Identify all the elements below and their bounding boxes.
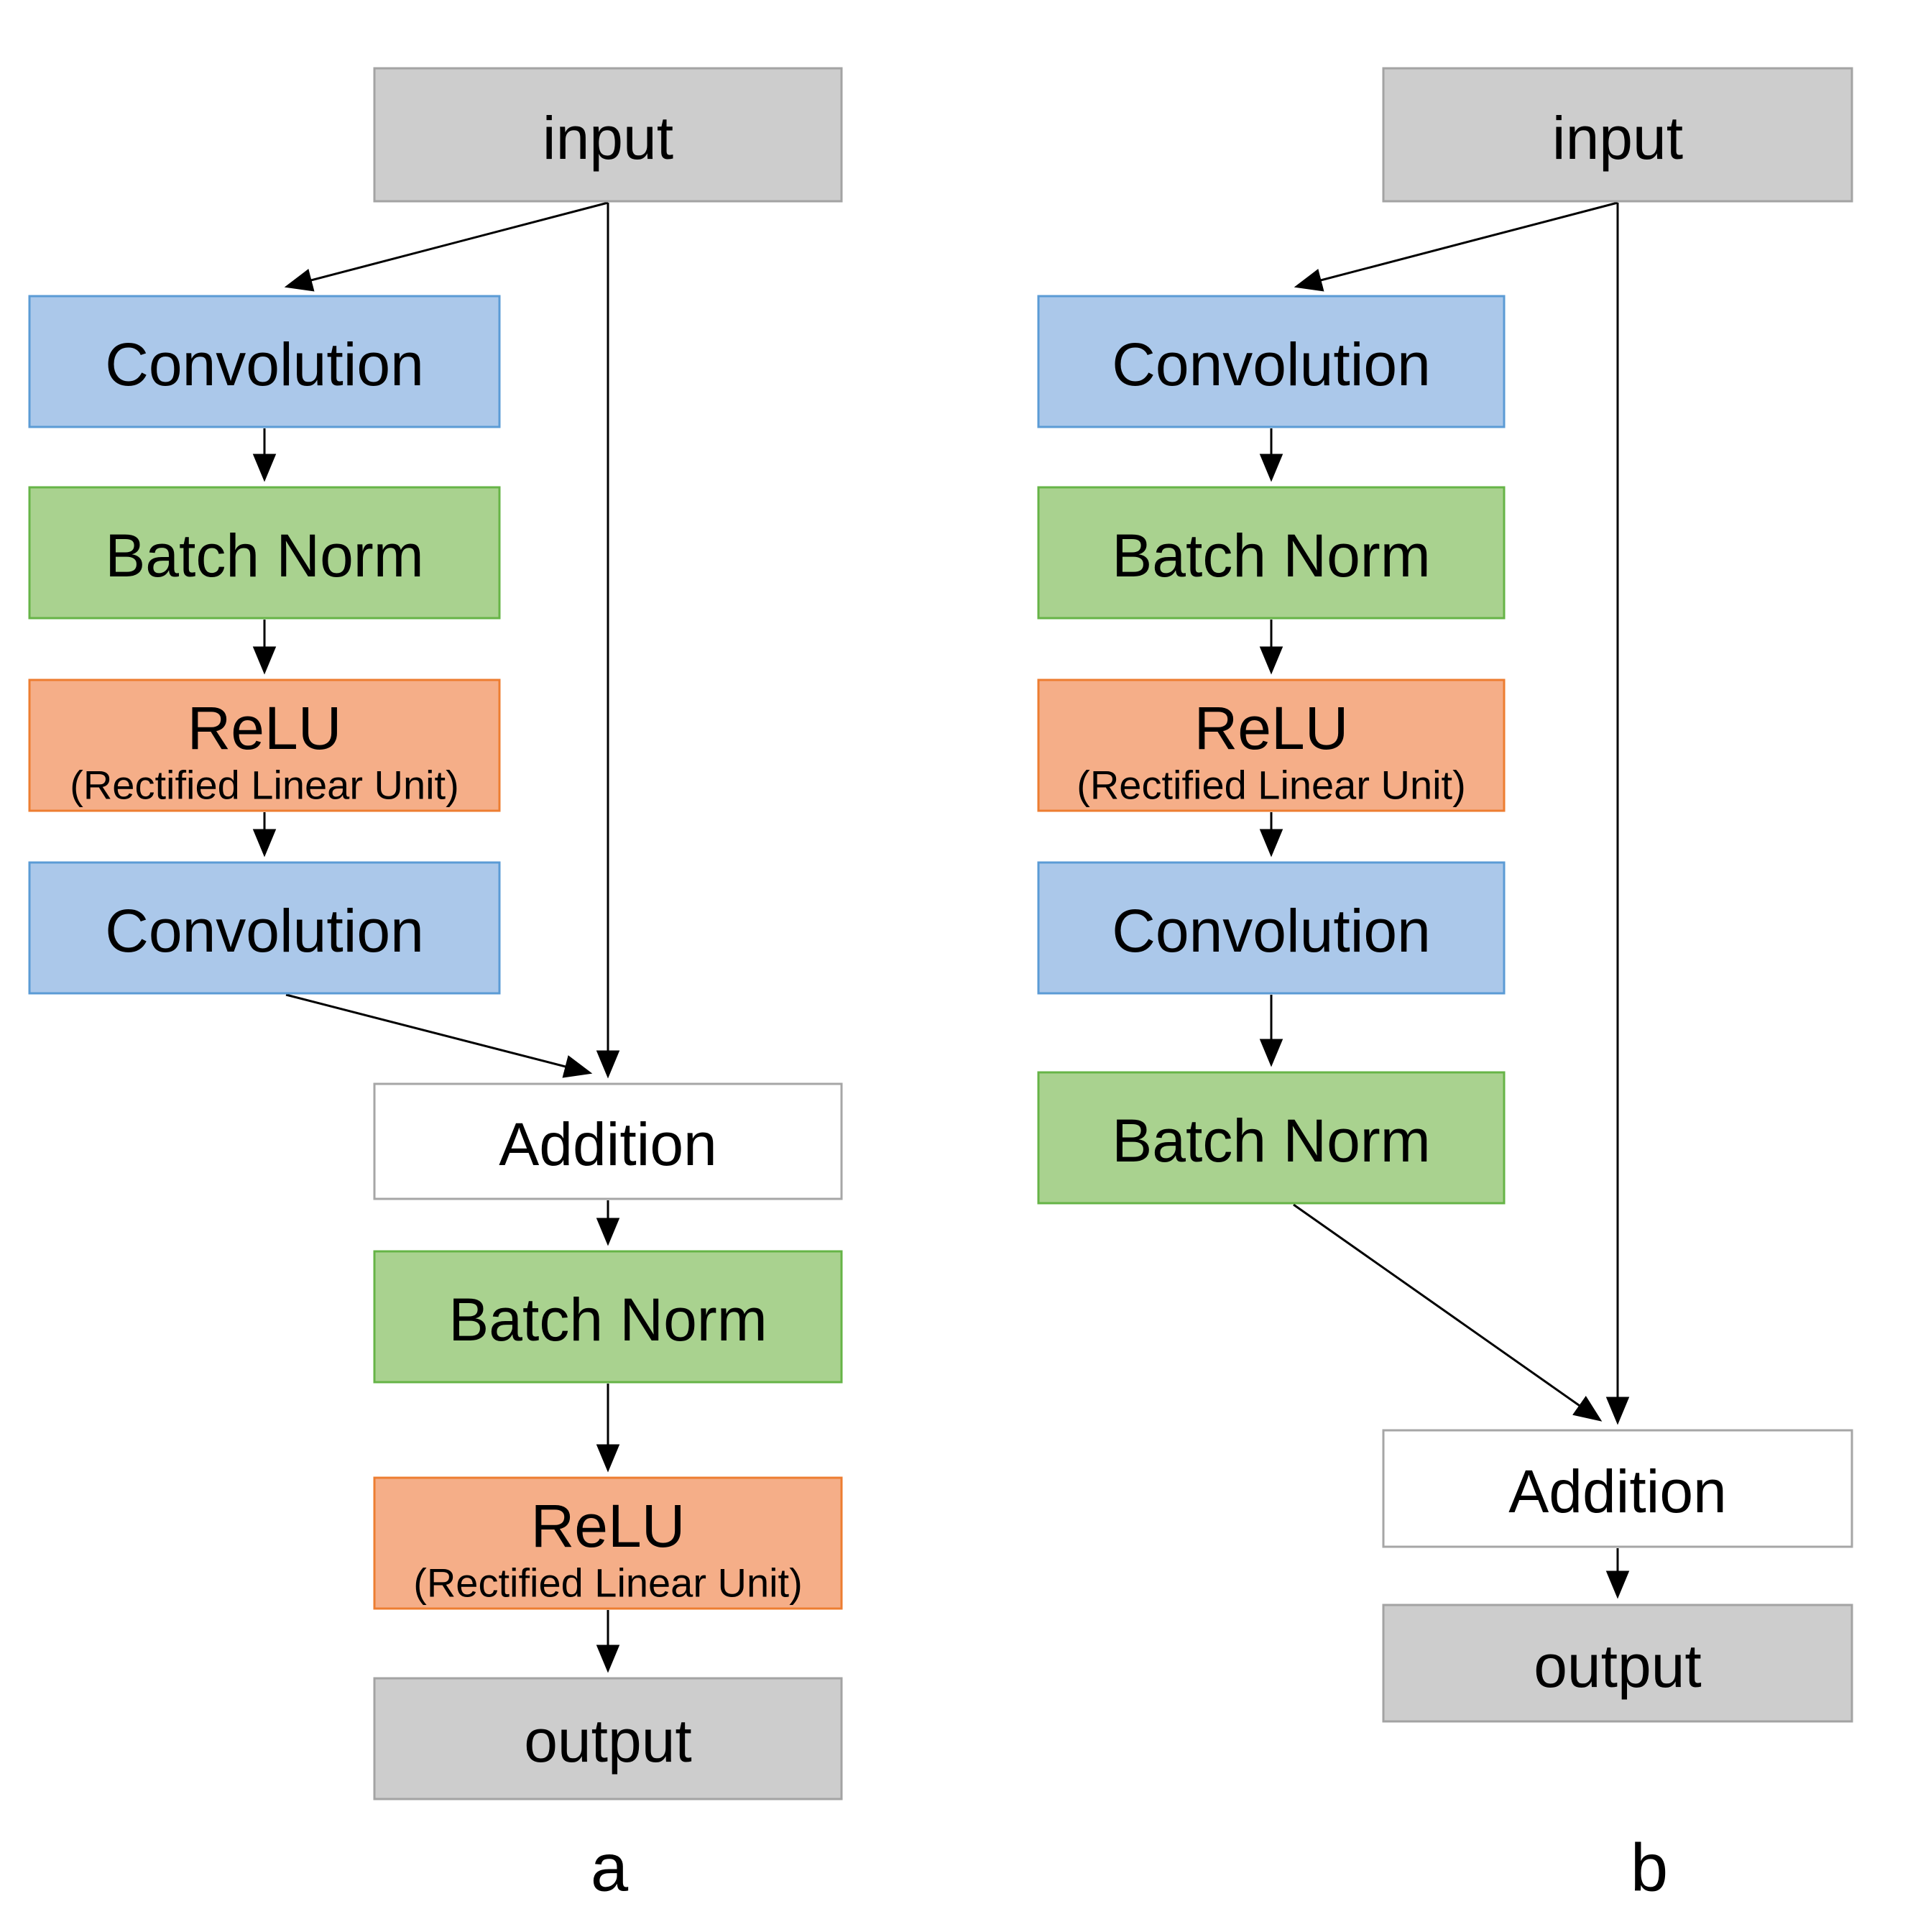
node-a-addition-box <box>373 1082 843 1200</box>
node-a-batch-norm-2: Batch Norm <box>373 1250 843 1384</box>
node-b-convolution-1: Convolution <box>1037 295 1506 428</box>
node-b-relu-1: ReLU (Rectified Linear Unit) <box>1037 678 1506 812</box>
node-b-convolution-2-box <box>1037 861 1506 995</box>
node-b-batch-norm-2: Batch Norm <box>1037 1071 1506 1205</box>
node-a-input-label: input <box>543 104 673 172</box>
node-b-relu-1-box <box>1037 678 1506 812</box>
node-a-batch-norm-2-label: Batch Norm <box>448 1286 767 1353</box>
node-b-batch-norm-2-label: Batch Norm <box>1112 1107 1430 1174</box>
node-b-addition: Addition <box>1382 1429 1853 1548</box>
node-a-relu-2-label: ReLU <box>531 1492 686 1560</box>
node-a-batch-norm-2-box <box>373 1250 843 1384</box>
node-a-convolution-1-label: Convolution <box>105 331 424 398</box>
node-a-convolution-2: Convolution <box>28 861 501 995</box>
node-b-input: input <box>1382 67 1853 203</box>
node-a-relu-2-box <box>373 1476 843 1610</box>
node-a-convolution-1-box <box>28 295 501 428</box>
node-b-relu-1-sublabel: (Rectified Linear Unit) <box>1077 763 1466 808</box>
node-b-output-box <box>1382 1604 1853 1723</box>
node-b-input-label: input <box>1552 104 1683 172</box>
node-b-convolution-1-box <box>1037 295 1506 428</box>
node-b-input-box <box>1382 67 1853 203</box>
node-a-addition-label: Addition <box>499 1110 717 1178</box>
node-a-convolution-2-label: Convolution <box>105 897 424 965</box>
diagram-b-caption: b <box>1631 1830 1668 1905</box>
node-b-convolution-2-label: Convolution <box>1112 897 1431 965</box>
node-a-convolution-2-box <box>28 861 501 995</box>
node-a-relu-2: ReLU (Rectified Linear Unit) <box>373 1476 843 1610</box>
node-a-input: input <box>373 67 843 203</box>
node-b-batch-norm-1: Batch Norm <box>1037 486 1506 620</box>
node-a-batch-norm-1-label: Batch Norm <box>105 522 423 589</box>
node-a-convolution-1: Convolution <box>28 295 501 428</box>
node-b-batch-norm-1-label: Batch Norm <box>1112 522 1430 589</box>
node-a-relu-1: ReLU (Rectified Linear Unit) <box>28 678 501 812</box>
node-b-relu-1-label: ReLU <box>1194 694 1349 762</box>
node-b-batch-norm-1-box <box>1037 486 1506 620</box>
node-b-output: output <box>1382 1604 1853 1723</box>
node-a-input-box <box>373 67 843 203</box>
edge-a-conv2-to-addition <box>285 993 593 1078</box>
node-a-relu-2-sublabel: (Rectified Linear Unit) <box>413 1560 803 1606</box>
node-a-batch-norm-1-box <box>28 486 501 620</box>
diagram-b: input Convolution Batch Norm ReLU (Recti… <box>1037 67 1853 1905</box>
edge-b-input-to-conv1 <box>1294 201 1618 292</box>
node-a-output-box <box>373 1677 843 1800</box>
node-a-batch-norm-1: Batch Norm <box>28 486 501 620</box>
node-a-relu-1-sublabel: (Rectified Linear Unit) <box>70 763 459 808</box>
node-a-relu-1-label: ReLU <box>188 694 342 762</box>
node-b-addition-label: Addition <box>1508 1458 1727 1525</box>
node-a-relu-1-box <box>28 678 501 812</box>
diagram-a-caption: a <box>591 1830 629 1905</box>
node-b-output-label: output <box>1534 1632 1702 1700</box>
node-b-addition-box <box>1382 1429 1853 1548</box>
node-a-addition: Addition <box>373 1082 843 1200</box>
edge-b-batchnorm2-to-addition <box>1293 1203 1603 1422</box>
node-a-output-label: output <box>524 1707 692 1775</box>
node-b-convolution-2: Convolution <box>1037 861 1506 995</box>
diagram-a: input Convolution Batch Norm ReLU (Recti… <box>28 67 843 1905</box>
node-b-convolution-1-label: Convolution <box>1112 331 1431 398</box>
node-b-batch-norm-2-box <box>1037 1071 1506 1205</box>
node-a-output: output <box>373 1677 843 1800</box>
edge-a-input-to-conv1 <box>284 201 609 292</box>
